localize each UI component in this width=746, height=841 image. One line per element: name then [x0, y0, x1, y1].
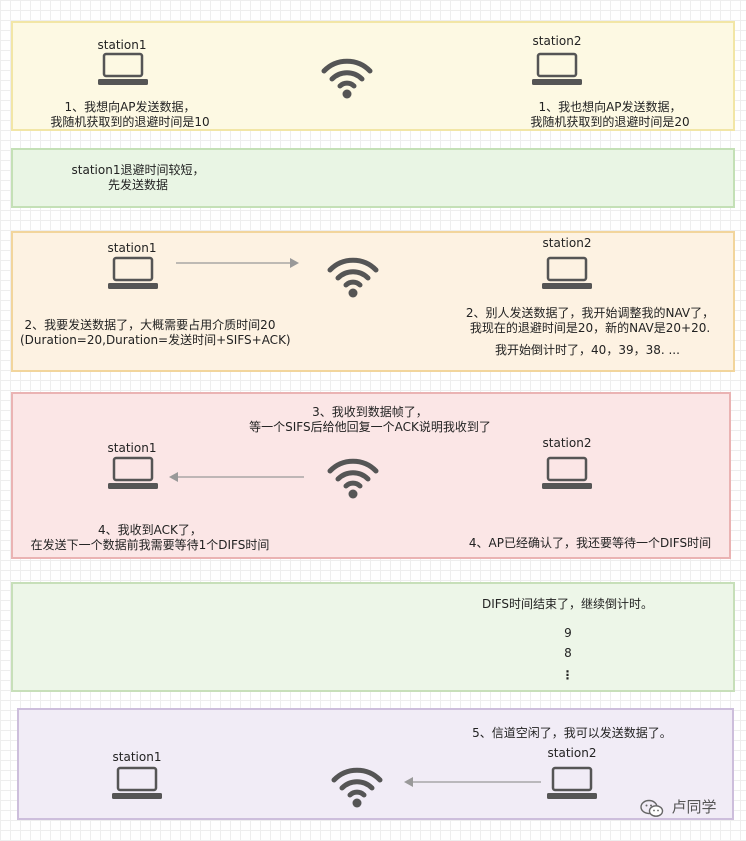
wifi-icon [327, 458, 379, 499]
scene1-station2-text: 1、我也想向AP发送数据， 我随机获取到的退避时间是20 [530, 100, 690, 129]
scene5-count-9: 9 [564, 626, 572, 640]
scene-2-panel [11, 148, 735, 208]
scene1-station2-label: station2 [532, 34, 582, 48]
wifi-icon [331, 767, 383, 808]
laptop-icon [98, 52, 148, 85]
scene4-ap-text: 3、我收到数据帧了， 等一个SIFS后给他回复一个ACK说明我收到了 [249, 405, 491, 434]
scene5-ellipsis: ⋮ [561, 668, 575, 682]
laptop-icon [547, 766, 597, 799]
scene6-text: 5、信道空闲了，我可以发送数据了。 [472, 726, 672, 740]
watermark-text: 卢同学 [671, 798, 717, 816]
scene1-station1-label: station1 [97, 38, 147, 52]
scene-4-panel [11, 392, 731, 559]
scene3-station1-text: 2、我要发送数据了，大概需要占用介质时间20 (Duration=20,Dura… [20, 318, 291, 347]
wifi-icon [321, 58, 373, 99]
scene3-station1-label: station1 [107, 241, 157, 255]
scene-5-panel [11, 582, 735, 692]
scene4-station1-label: station1 [107, 441, 157, 455]
scene-6-panel [17, 708, 734, 820]
laptop-icon [532, 52, 582, 85]
laptop-icon [542, 456, 592, 489]
scene3-station2-label: station2 [542, 236, 592, 250]
scene4-station2-text: 4、AP已经确认了，我还要等待一个DIFS时间 [468, 536, 712, 550]
wechat-icon [640, 799, 664, 817]
laptop-icon [112, 766, 162, 799]
scene4-station1-text: 4、我收到ACK了， 在发送下一个数据前我需要等待1个DIFS时间 [30, 523, 270, 552]
laptop-icon [542, 256, 592, 289]
scene-3-panel [11, 231, 735, 372]
scene1-station1-text: 1、我想向AP发送数据， 我随机获取到的退避时间是10 [50, 100, 210, 129]
scene3-station2-text: 2、别人发送数据了，我开始调整我的NAV了， 我现在的退避时间是20，新的NAV… [465, 306, 715, 335]
scene6-station1-label: station1 [112, 750, 162, 764]
scene5-text: DIFS时间结束了，继续倒计时。 [481, 597, 654, 611]
scene4-station2-label: station2 [542, 436, 592, 450]
laptop-icon [108, 456, 158, 489]
scene3-countdown: 我开始倒计时了，40，39，38. ... [495, 343, 680, 357]
scene6-station2-label: station2 [547, 746, 597, 760]
wifi-icon [327, 257, 379, 298]
laptop-icon [108, 256, 158, 289]
scene5-count-8: 8 [564, 646, 572, 660]
arrow-left-icon [169, 472, 304, 482]
arrow-left-icon [404, 777, 541, 787]
scene2-text: station1退避时间较短， 先发送数据 [71, 163, 205, 192]
arrow-right-icon [176, 258, 299, 268]
